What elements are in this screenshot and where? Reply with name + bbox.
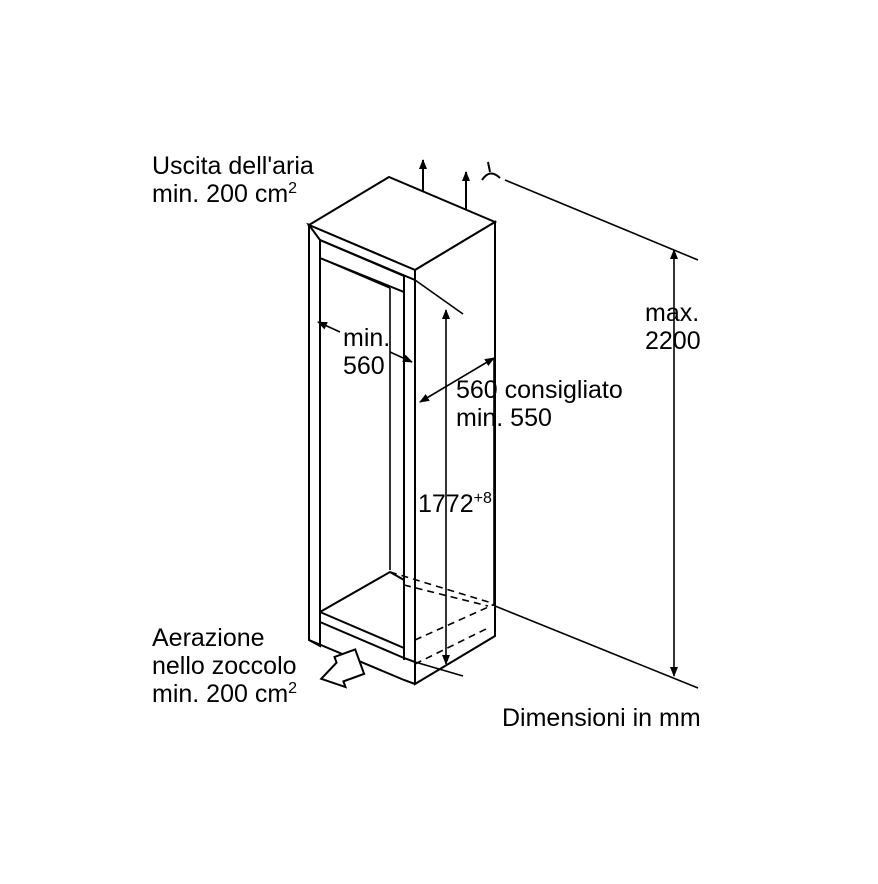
air-hook-icon (481, 172, 501, 181)
depth-dimension (419, 357, 495, 606)
niche-floor-front (319, 611, 405, 649)
inner-height-ext-top (414, 279, 464, 315)
inner-height-label: 1772+8 (418, 490, 492, 518)
air-outlet-line1: Uscita dell'aria (152, 152, 314, 180)
inner-height-ext-bottom (414, 661, 464, 677)
depth-line2: min. 550 (456, 404, 552, 432)
depth-label: 560 consigliato min. 550 (456, 376, 623, 432)
max-height-dimension (494, 179, 699, 689)
plinth-line3: min. 200 cm2 (152, 680, 298, 708)
hidden-floor-diagonal (414, 603, 496, 641)
niche-cabinet (306, 175, 498, 686)
plinth-bottom (308, 639, 416, 685)
niche-right-wall (414, 220, 496, 686)
units-label: Dimensioni in mm (502, 704, 701, 732)
max-height-ext-top (504, 179, 699, 261)
depth-line1: 560 consigliato (456, 376, 623, 404)
plinth-air-arrow (319, 648, 366, 689)
air-outlet-line2: min. 200 cm2 (152, 180, 298, 208)
max-height-label: max. 2200 (645, 299, 701, 355)
width-dimension (317, 321, 413, 363)
width-line1: min. (343, 324, 391, 352)
plinth-top (319, 621, 416, 663)
inner-height-dimension (414, 279, 464, 677)
air-outlet-label: Uscita dell'aria min. 200 cm2 (152, 152, 314, 212)
max-height-line2: 2200 (645, 327, 701, 355)
width-arrow-right (389, 351, 413, 363)
max-height-ext-bottom (494, 605, 699, 689)
plinth-line1: Aerazione (152, 624, 265, 652)
niche-inner-top-left (319, 257, 391, 289)
width-arrow-left (317, 321, 341, 333)
hidden-edge (403, 584, 489, 607)
plinth-line2: nello zoccolo (152, 652, 297, 680)
niche-floor-back (319, 570, 405, 613)
plinth-label: Aerazione nello zoccolo min. 200 cm2 (152, 624, 297, 712)
width-label: min. 560 (343, 324, 390, 380)
niche-top-shelf-edge (319, 239, 405, 294)
air-outlet-arrows (419, 159, 501, 210)
hidden-plinth (414, 627, 489, 665)
niche-left-wall (308, 223, 321, 648)
depth-arrow (419, 357, 495, 403)
air-hook-tick (487, 161, 491, 173)
width-line2: 560 (343, 352, 385, 380)
max-height-line1: max. (645, 299, 700, 327)
